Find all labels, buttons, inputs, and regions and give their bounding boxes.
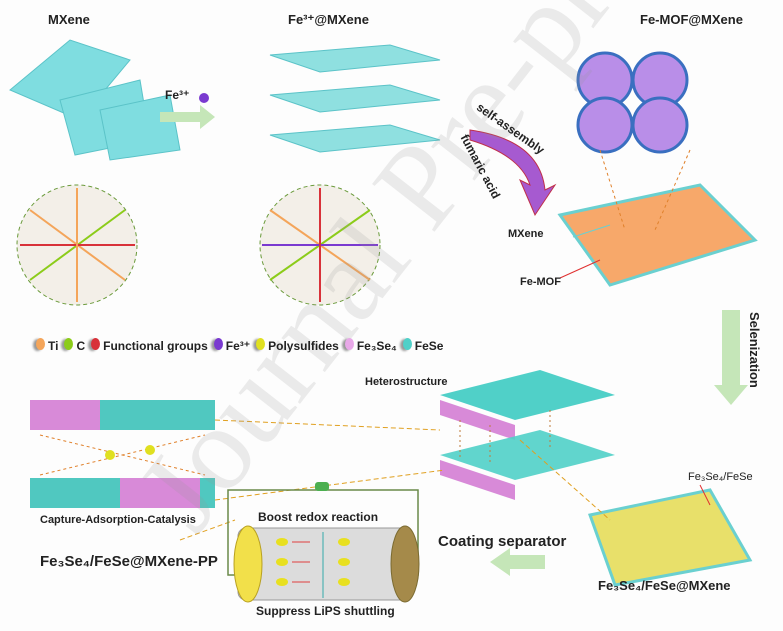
legend-label: Fe₃Se₄ [356, 339, 397, 353]
battery-cell [233, 525, 420, 603]
fe3se4-fese-pointer-line [699, 484, 711, 506]
mxene-sheets [9, 39, 181, 161]
legend-item: Polysulfides [256, 338, 339, 353]
fe3se4-icon [344, 338, 354, 350]
zoom-lines [179, 419, 611, 541]
fe-mof-pointer-line [559, 259, 601, 279]
separator-zoom [30, 400, 215, 508]
capture-label: Capture-Adsorption-Catalysis [40, 514, 196, 526]
selenization-arrow [714, 310, 748, 405]
fe-mof-sheet [557, 183, 758, 287]
coating-arrow [490, 548, 545, 576]
coating-separator-label: Coating separator [438, 533, 567, 550]
selenization-label: Selenization [747, 312, 762, 388]
boost-label: Boost redox reaction [258, 510, 379, 524]
fe3se4-fese-label: Fe₃Se₄/FeSe [688, 471, 753, 483]
mof-zoom-line [599, 149, 626, 231]
fe3-label: Fe³⁺ [165, 88, 190, 102]
suppress-label: Suppress LiPS shuttling [256, 604, 395, 618]
legend-item: Fe₃Se₄ [344, 338, 397, 353]
pp-label: Fe₃Se₄/FeSe@MXene-PP [40, 553, 218, 570]
fe3-ion [199, 93, 209, 103]
fese-icon [402, 338, 412, 350]
mxene-layer-label: MXene [508, 228, 544, 240]
legend-label: Fe³⁺ [225, 339, 251, 353]
title-fe-mxene: Fe³⁺@MXene [288, 12, 369, 27]
legend-item: Fe³⁺ [213, 338, 251, 353]
legend-item: C [64, 338, 85, 353]
legend-item: Functional groups [91, 338, 208, 353]
legend-item: Ti [36, 338, 58, 353]
legend-label: Functional groups [103, 339, 208, 353]
car-icon [315, 482, 329, 491]
fe3-arrow [160, 105, 215, 129]
product-sheet [588, 488, 753, 587]
ti-atom-icon [36, 338, 45, 350]
heterostructure-stack [440, 370, 615, 500]
fe-mof-spheres [576, 51, 689, 154]
fe-ion-icon [213, 338, 223, 350]
c-atom-icon [64, 338, 74, 350]
legend-label: C [76, 339, 86, 353]
mxene-atoms [20, 188, 135, 302]
legend-label: FeSe [414, 339, 444, 353]
self-assembly-arrow [469, 129, 557, 217]
legend-label: Polysulfides [268, 339, 339, 353]
title-fe-mof-mxene: Fe-MOF@MXene [640, 12, 743, 27]
fe-mxene-sheets [269, 44, 441, 153]
legend-item: FeSe [402, 338, 444, 353]
mof-zoom-line [654, 149, 691, 231]
heterostructure-label: Heterostructure [365, 376, 448, 388]
polysulfide-icon [256, 338, 266, 350]
mxene-pointer-line [572, 224, 611, 238]
product-label: Fe₃Se₄/FeSe@MXene [598, 578, 731, 593]
legend: Ti C Functional groups Fe³⁺ Polysulfides… [36, 338, 443, 353]
title-mxene: MXene [48, 12, 90, 27]
legend-label: Ti [48, 339, 59, 353]
functional-group-icon [91, 338, 101, 350]
fe-mof-label: Fe-MOF [520, 276, 561, 288]
fe-mxene-atoms [262, 188, 378, 302]
